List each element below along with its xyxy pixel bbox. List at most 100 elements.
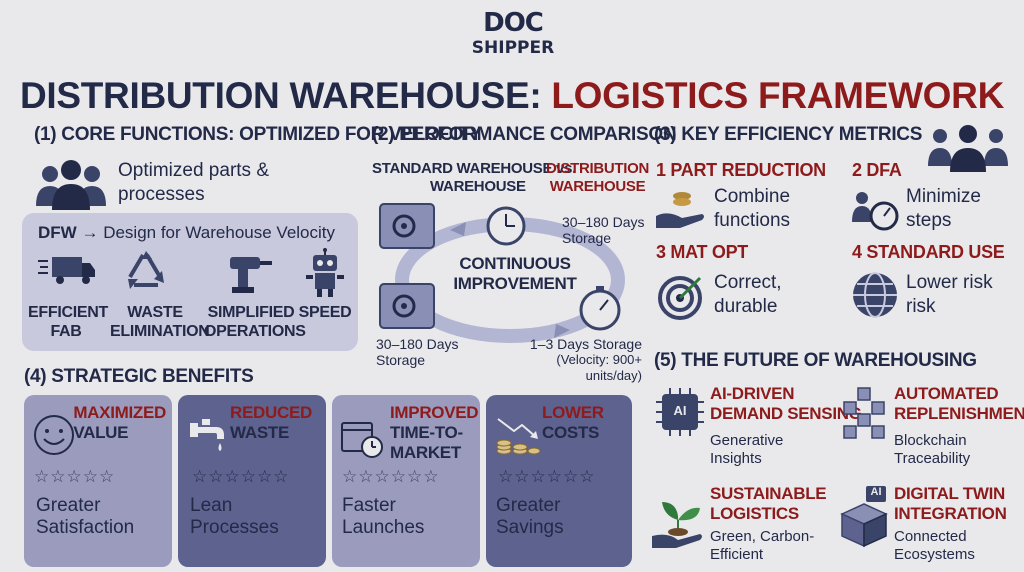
future-desc-line2: Insights [710,450,762,467]
benefit-line1: Faster Launches [342,495,425,538]
blockchain-cubes-icon [843,387,885,439]
section5-heading: (5) THE FUTURE OF WAREHOUSING [654,350,977,371]
target-icon [658,276,702,320]
compare-left: STANDARD WAREHOUSE vs. WAREHOUSE [372,160,576,196]
team-icon [36,160,106,210]
stopwatch-team-icon [852,192,899,231]
rating-stars: ☆☆☆☆☆☆ [342,467,440,487]
coins-down-icon [496,418,541,455]
dfw-item-line2: ELIMINATION [110,323,210,340]
metric-title: 4 STANDARD USE [852,242,1005,262]
faucet-icon [190,419,224,451]
metric-title: 2 DFA [852,160,902,180]
ai-badge-label: AI [870,486,882,498]
storage-line1: 30–180 Days [562,214,645,230]
future-item-desc: Connected Ecosystems [894,528,975,564]
plant-hand-icon [652,502,702,548]
future-desc-line1: Connected [894,528,967,545]
smiley-icon [34,415,74,455]
safe-icon [379,203,435,249]
dfw-item-simplified-operations: SIMPLIFIED OPERATIONS [204,303,306,341]
benefit-title-red: LOWER [542,403,604,422]
metric-line2: risk [906,296,936,317]
recycle-icon [128,251,164,289]
section2-heading: (2) PERFORMANCE COMPARISON [372,124,677,145]
future-title-line1: AI-DRIVEN [710,384,795,403]
dfw-text: Design for Warehouse Velocity [103,223,336,242]
rating-stars: ☆☆☆☆☆☆ [498,467,596,487]
metric-line1: Lower risk [906,272,993,293]
improvement-cycle [379,203,625,343]
benefit-line1: Greater Savings [496,495,564,538]
robot-icon [306,248,344,297]
storage-line1: 30–180 Days [376,336,459,352]
metric-line2: steps [906,210,952,231]
compare-right-line2: WAREHOUSE [549,178,646,195]
future-desc-line2: Efficient [710,546,764,563]
logo-line1: DOC [483,8,544,38]
dfw-item-efficient-fab: EFFICIENT FAB [28,303,108,341]
metric-line1: Correct, [714,272,782,293]
future-desc-line2: Ecosystems [894,546,975,563]
future-item-title: SUSTAINABLE LOGISTICS [710,484,827,524]
benefit-title: REDUCED WASTE [230,403,312,443]
brand-logo: DOC SHIPPER [470,8,556,68]
cycle-center-line2: IMPROVEMENT [453,274,577,293]
future-item-title: DIGITAL TWIN INTEGRATION [894,484,1007,524]
metric-line2: functions [714,210,791,231]
drill-icon [230,257,272,293]
future-item-desc: Green, Carbon- Efficient [710,528,814,564]
coins-hand-icon [656,192,704,228]
compare-left-line2: WAREHOUSE [430,178,526,195]
benefit-title-red: MAXIMIZED [73,403,166,422]
benefit-card-costs: LOWER COSTS ☆☆☆☆☆☆ Greater Savings [486,395,632,567]
cycle-center-line1: CONTINUOUS [459,254,571,273]
benefit-title-navy: VALUE [73,423,129,442]
cycle-center-label: CONTINUOUS IMPROVEMENT [438,254,592,294]
compare-right: DISTRIBUTION WAREHOUSE [546,160,649,196]
dfw-item-waste-elimination: WASTE ELIMINATION [110,303,210,341]
title-part2: LOGISTICS FRAMEWORK [551,75,1005,116]
metric-line1: Combine [714,186,791,207]
storage-bottom-left: 30–180 Days Storage [376,336,459,368]
future-title-line2: INTEGRATION [894,504,1007,523]
rating-stars: ☆☆☆☆☆ [34,467,116,487]
benefit-card-waste: REDUCED WASTE ☆☆☆☆☆☆ Lean Processes [178,395,326,567]
dfw-heading: DFW → Design for Warehouse Velocity [38,223,335,243]
benefit-line1: Greater [36,495,101,516]
storage-top-right: 30–180 Days Storage [562,214,645,246]
benefit-line1: Lean Processes [190,495,279,538]
future-title-line1: SUSTAINABLE [710,484,827,503]
future-desc-line1: Green, Carbon- [710,528,815,545]
title-part1: DISTRIBUTION WAREHOUSE: [19,75,542,116]
benefit-title-navy: WASTE [230,423,289,442]
dfw-item-speed: SPEED [294,303,356,322]
future-title-line1: DIGITAL TWIN [894,484,1005,503]
dfw-item-line1: SPEED [298,304,352,321]
truck-icon [38,257,95,284]
ai-chip-icon [656,388,704,436]
compare-right-line1: DISTRIBUTION [546,160,650,177]
logo-line2: SHIPPER [471,38,555,58]
benefit-title: MAXIMIZED VALUE [73,403,166,443]
benefit-title: LOWER COSTS [542,403,604,443]
dfw-arrow: → [81,223,99,242]
metric-line2: durable [714,296,778,317]
benefit-title-red: REDUCED [230,403,312,422]
dfw-panel: DFW → Design for Warehouse Velocity [22,213,358,351]
dfw-item-line1: EFFICIENT [28,304,108,321]
section1-text-line1: Optimized parts & [118,160,269,181]
dfw-item-line1: WASTE [127,304,183,321]
future-title-line1: AUTOMATED [894,384,999,403]
metric-title: 1 PART REDUCTION [656,160,826,180]
benefit-title: IMPROVED TIME-TO- MARKET [390,403,479,463]
storage-line2: Storage [562,230,612,246]
section4-heading: (4) STRATEGIC BENEFITS [24,366,254,387]
future-item-desc: Generative Insights [710,432,783,468]
future-desc-line1: Generative [710,432,784,449]
future-item-title: AI-DRIVEN DEMAND SENSING [710,384,862,424]
dfw-item-line2: FAB [50,323,82,340]
rating-stars: ☆☆☆☆☆☆ [192,467,290,487]
future-item-title: AUTOMATED REPLENISHMENT [894,384,1024,424]
ai-badge-label: AI [673,403,687,418]
